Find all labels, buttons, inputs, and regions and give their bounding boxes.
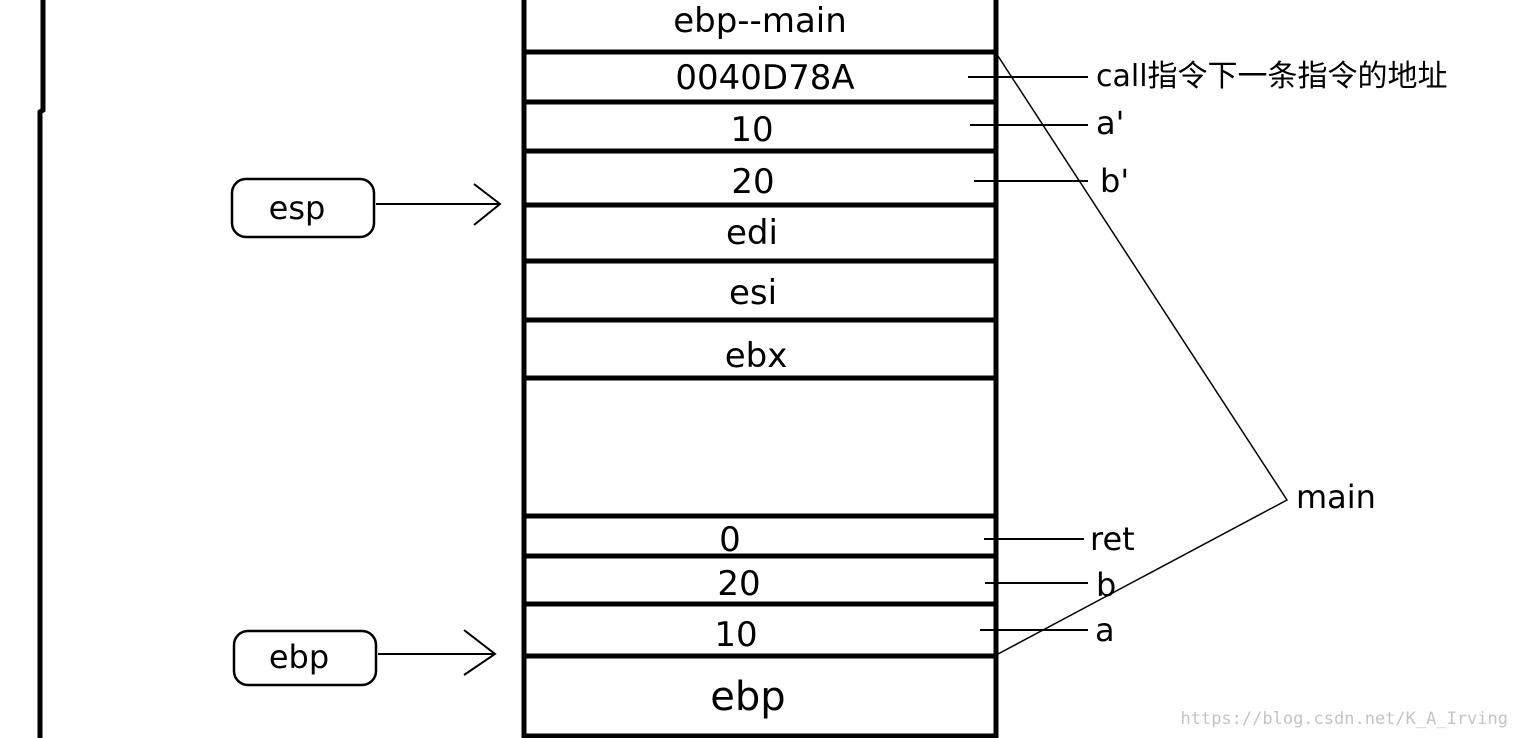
ebp-register-box (232, 629, 378, 687)
cell-ebp: ebp (710, 674, 785, 720)
a-prime-label: a' (1096, 104, 1124, 142)
ret-label: ret (1090, 520, 1135, 558)
left-border-line (37, 0, 46, 738)
watermark: https://blog.csdn.net/K_A_Irving (1180, 709, 1508, 729)
b-label: b (1096, 566, 1116, 604)
esp-register-label: esp (269, 189, 326, 227)
ebp-register-label: ebp (269, 638, 329, 676)
ebp-pointer: ebp (232, 629, 497, 687)
cell-b-prime-value: 20 (731, 162, 774, 202)
ebp-arrow-head (463, 629, 497, 676)
esp-register-box (230, 177, 376, 239)
main-frame-bracket (997, 55, 1289, 655)
esp-arrow-head (473, 183, 502, 226)
cell-ret-value: 0 (719, 520, 741, 560)
cell-ebp-main: ebp--main (673, 1, 847, 41)
cell-edi: edi (726, 213, 778, 253)
cell-esi: esi (729, 273, 777, 313)
cell-return-address: 0040D78A (675, 58, 854, 98)
stack-outline (521, 0, 999, 738)
stack-column: ebp--main 0040D78A 10 20 edi esi ebx 0 2… (521, 0, 999, 738)
cell-a-value: 10 (714, 615, 757, 655)
annotation-leaders (968, 76, 1088, 631)
esp-pointer: esp (230, 177, 502, 239)
a-label: a (1095, 611, 1115, 649)
cell-b-value: 20 (717, 564, 760, 604)
cell-a-prime-value: 10 (730, 110, 773, 150)
annotation-labels: call指令下一条指令的地址 a' b' main ret b a (1090, 59, 1448, 649)
b-prime-label: b' (1100, 162, 1129, 200)
main-label: main (1296, 478, 1376, 516)
cell-ebx: ebx (725, 336, 788, 376)
return-address-label: call指令下一条指令的地址 (1096, 59, 1448, 94)
